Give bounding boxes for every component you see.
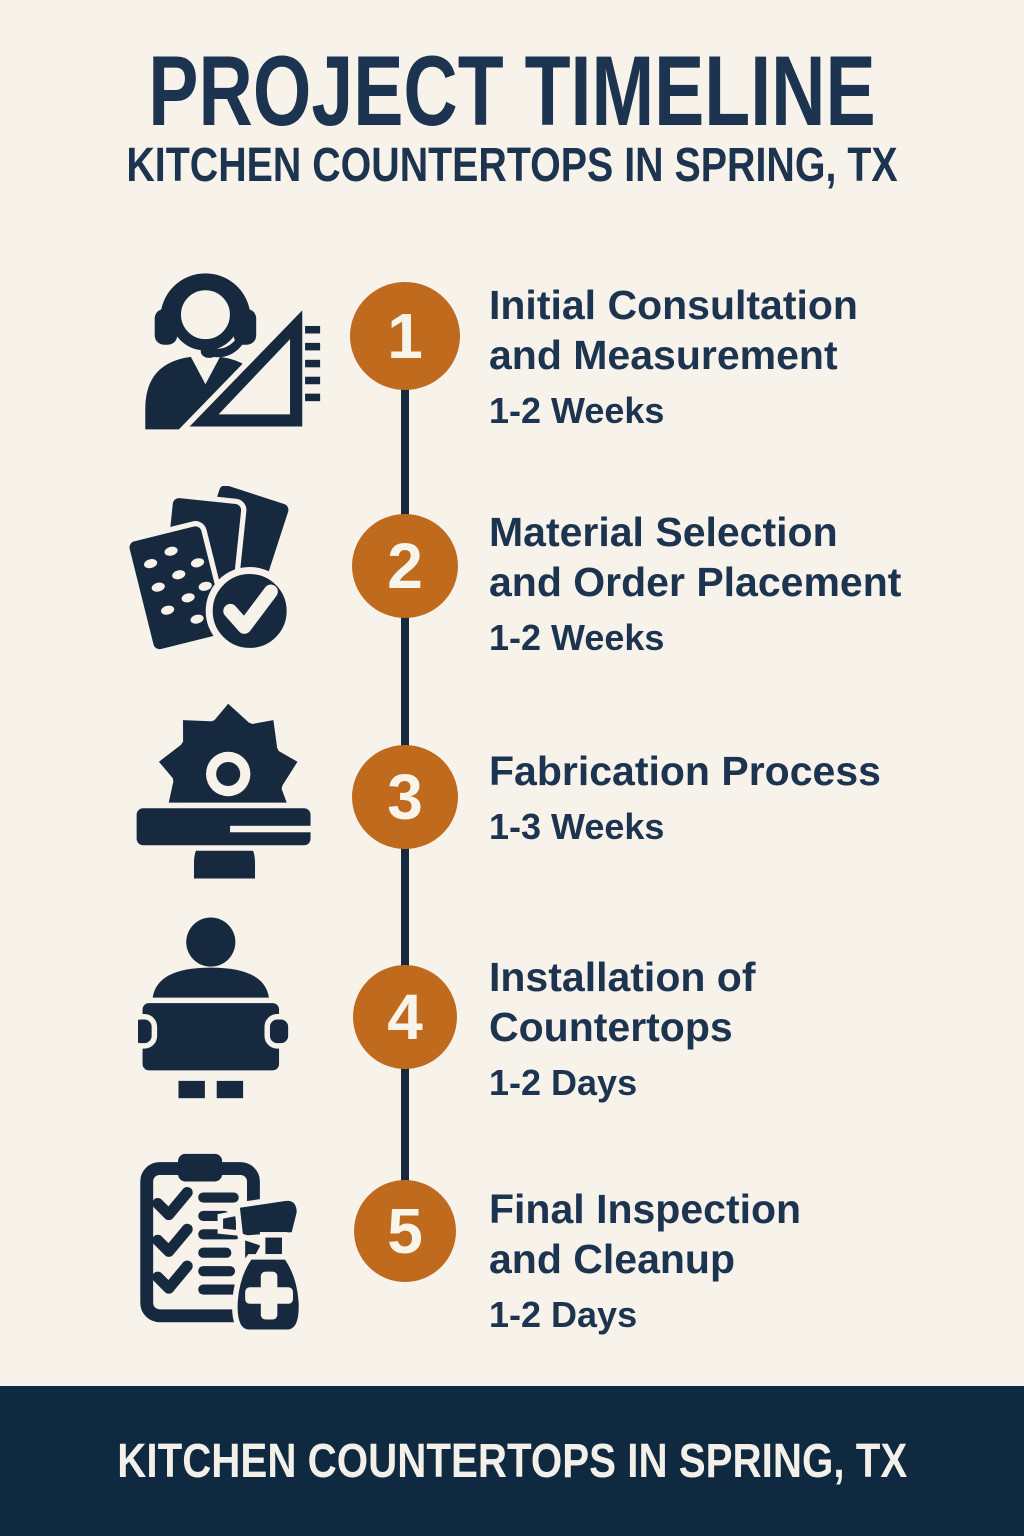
step-number: 2 (387, 530, 423, 602)
page-title: PROJECT TIMELINE (148, 35, 876, 146)
footer-text: KITCHEN COUNTERTOPS IN SPRING, TX (116, 1434, 908, 1488)
step-title: Installation of Countertops (489, 954, 756, 1051)
step-title: Initial Consultation and Measurement (489, 282, 858, 379)
step-number: 1 (387, 300, 423, 372)
installer-carrying-countertop-icon (138, 916, 320, 1112)
step-duration: 1-2 Weeks (489, 390, 665, 432)
step-duration: 1-3 Weeks (489, 806, 665, 848)
step-number: 4 (387, 981, 423, 1053)
step-title: Fabrication Process (489, 748, 881, 794)
step-number-badge-4: 4 (353, 965, 457, 1069)
footer-bar: KITCHEN COUNTERTOPS IN SPRING, TX (0, 1386, 1024, 1536)
step-number-badge-2: 2 (352, 514, 458, 618)
step-5-text: Final Inspection and Cleanup 1-2 Days (489, 1184, 1009, 1336)
step-number: 5 (387, 1195, 423, 1267)
step-title: Final Inspection and Cleanup (489, 1186, 802, 1283)
step-number-badge-3: 3 (352, 745, 458, 849)
step-duration: 1-2 Days (489, 1294, 638, 1336)
material-samples-check-icon (124, 486, 312, 662)
step-duration: 1-2 Weeks (489, 617, 665, 659)
consultation-measurement-icon (134, 246, 322, 436)
step-3-text: Fabrication Process 1-3 Weeks (489, 746, 1009, 848)
step-1-text: Initial Consultation and Measurement 1-2… (489, 280, 1009, 432)
step-4-text: Installation of Countertops 1-2 Days (489, 952, 1009, 1104)
step-number: 3 (387, 761, 423, 833)
step-title: Material Selection and Order Placement (489, 509, 902, 606)
fabrication-saw-icon (132, 700, 317, 885)
step-duration: 1-2 Days (489, 1062, 638, 1104)
step-number-badge-5: 5 (354, 1180, 456, 1282)
step-number-badge-1: 1 (350, 282, 460, 390)
checklist-spray-bottle-icon (128, 1152, 320, 1336)
step-2-text: Material Selection and Order Placement 1… (489, 507, 1009, 659)
page-subtitle: KITCHEN COUNTERTOPS IN SPRING, TX (126, 139, 898, 192)
